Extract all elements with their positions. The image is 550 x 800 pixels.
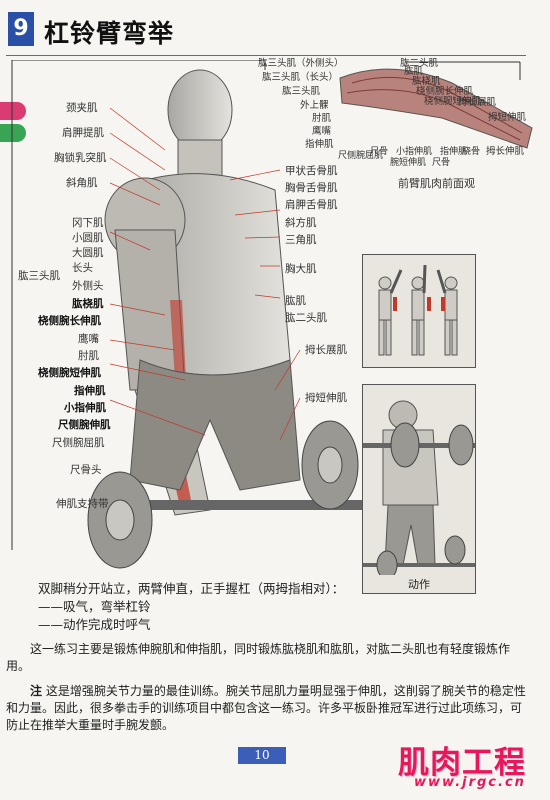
note-lead: 注: [30, 684, 43, 698]
label-teres-minor: 小圆肌: [72, 232, 104, 244]
inset-label-9: 肱二头肌: [400, 58, 439, 69]
label-brachialis: 肱肌: [285, 295, 306, 307]
leader-lines: [11, 60, 521, 550]
inset-label-20: 腕短伸肌: [390, 158, 427, 168]
label-trapezius: 斜方肌: [285, 217, 317, 229]
inset-label-4: 外上髁: [300, 100, 329, 111]
label-triceps-lateral-head: 外侧头: [72, 280, 104, 292]
label-ulnar-head: 尺骨头: [70, 464, 102, 476]
page-title: 杠铃臂弯举: [44, 19, 175, 48]
forearm-caption: 前臂肌肉前面观: [398, 177, 475, 190]
inset-label-12: 桡侧腕长伸肌: [416, 86, 474, 97]
label-fcu: 尺侧腕屈肌: [52, 437, 105, 449]
label-splenius-capitis: 颈夹肌: [66, 102, 98, 114]
inset-label-22: 桡骨: [462, 147, 481, 157]
inset-label-14: 拇长展肌: [458, 97, 497, 108]
action-caption: 动作: [408, 578, 430, 591]
inset-label-10: 肱肌: [404, 66, 424, 77]
label-ext-digitorum: 指伸肌: [74, 385, 106, 397]
label-pectoralis-major: 胸大肌: [285, 263, 317, 275]
label-extensor-retinaculum: 伸肌支持带: [56, 498, 109, 510]
action-illustration: [363, 400, 475, 580]
inset-label-11: 肱桡肌: [412, 76, 441, 87]
paragraph-main: 这一练习主要是锻炼伸腕肌和伸指肌，同时锻炼肱桡肌和肱肌，对肱二头肌也有轻度锻炼作…: [6, 642, 511, 673]
paragraph-note: 注 这是增强腕关节力量的最佳训练。腕关节屈肌力量明显强于伸肌，这削弱了腕关节的稳…: [6, 683, 526, 734]
label-sternohyoid: 胸骨舌骨肌: [285, 182, 338, 194]
header-divider: [6, 55, 526, 56]
site-url: www.jrgc.cn: [414, 775, 526, 790]
label-anconeus: 肘肌: [78, 350, 99, 362]
anatomy-figure-illustration: [87, 69, 380, 569]
label-levator-scapulae: 肩胛提肌: [62, 127, 104, 139]
label-triceps: 肱三头肌: [18, 270, 60, 282]
label-extensor-pollicis-brevis: 拇短伸肌: [305, 392, 347, 404]
label-brachioradialis: 肱桡肌: [72, 298, 104, 310]
instruction-line-3: ——动作完成时呼气: [38, 617, 151, 632]
inset-label-6: 鹰嘴: [312, 126, 332, 137]
page-number: 10: [238, 747, 286, 764]
inset-label-5: 肘肌: [312, 113, 332, 124]
green-tab-marker: [0, 124, 26, 142]
brand-logo-text: 肌肉工程: [398, 745, 526, 781]
inset-label-17: 尺骨: [370, 147, 389, 157]
inset-label-2: 肱三头肌（长头）: [262, 72, 339, 83]
inset-label-18: 小指伸肌: [396, 147, 433, 157]
inset-label-21: 尺骨: [432, 158, 451, 168]
note-text: 这是增强腕关节力量的最佳训练。腕关节屈肌力量明显强于伸肌，这削弱了腕关节的稳定性…: [6, 684, 526, 732]
label-ecrb: 桡侧腕短伸肌: [38, 367, 101, 379]
label-scalenes: 斜角肌: [66, 177, 98, 189]
label-infraspinatus: 冈下肌: [72, 217, 104, 229]
label-omohyoid: 肩胛舌骨肌: [285, 199, 338, 211]
three-figures-illustration: [378, 264, 458, 356]
label-ext-digiti-minimi: 小指伸肌: [64, 402, 106, 414]
label-teres-major: 大圆肌: [72, 247, 104, 259]
section-number: 9: [8, 12, 34, 46]
forearm-illustration: [339, 68, 533, 149]
label-ecu: 尺侧腕伸肌: [58, 419, 111, 431]
inset-label-13: 桡侧腕短伸肌: [424, 96, 482, 107]
label-biceps: 肱二头肌: [285, 312, 327, 324]
three-figures-panel: [362, 254, 476, 368]
label-triceps-long-head: 长头: [72, 262, 93, 274]
label-abductor-pollicis-longus: 拇长展肌: [305, 344, 347, 356]
instruction-line-2: ——吸气，弯举杠铃: [38, 599, 151, 614]
inset-label-15: 拇短伸肌: [488, 112, 527, 123]
action-panel: 动作: [362, 384, 476, 594]
inset-label-7: 指伸肌: [305, 139, 334, 150]
pink-tab-marker: [0, 102, 26, 120]
label-olecranon: 鹰嘴: [78, 333, 99, 345]
inset-label-3: 肱三头肌: [282, 86, 321, 97]
inset-label-1: 肱三头肌（外侧头）: [258, 58, 344, 69]
label-ecrl: 桡侧腕长伸肌: [38, 315, 101, 327]
inset-label-16: 拇长伸肌: [486, 146, 525, 157]
label-thyrohyoid: 甲状舌骨肌: [285, 165, 338, 177]
inset-label-19: 指伸肌: [440, 147, 468, 157]
instruction-line-1: 双脚稍分开站立，两臂伸直，正手握杠（两拇指相对）：: [38, 581, 345, 596]
label-sternocleidomastoid: 胸锁乳突肌: [54, 152, 107, 164]
label-deltoid: 三角肌: [285, 234, 317, 246]
inset-label-8: 尺侧腕屈肌: [338, 151, 384, 161]
